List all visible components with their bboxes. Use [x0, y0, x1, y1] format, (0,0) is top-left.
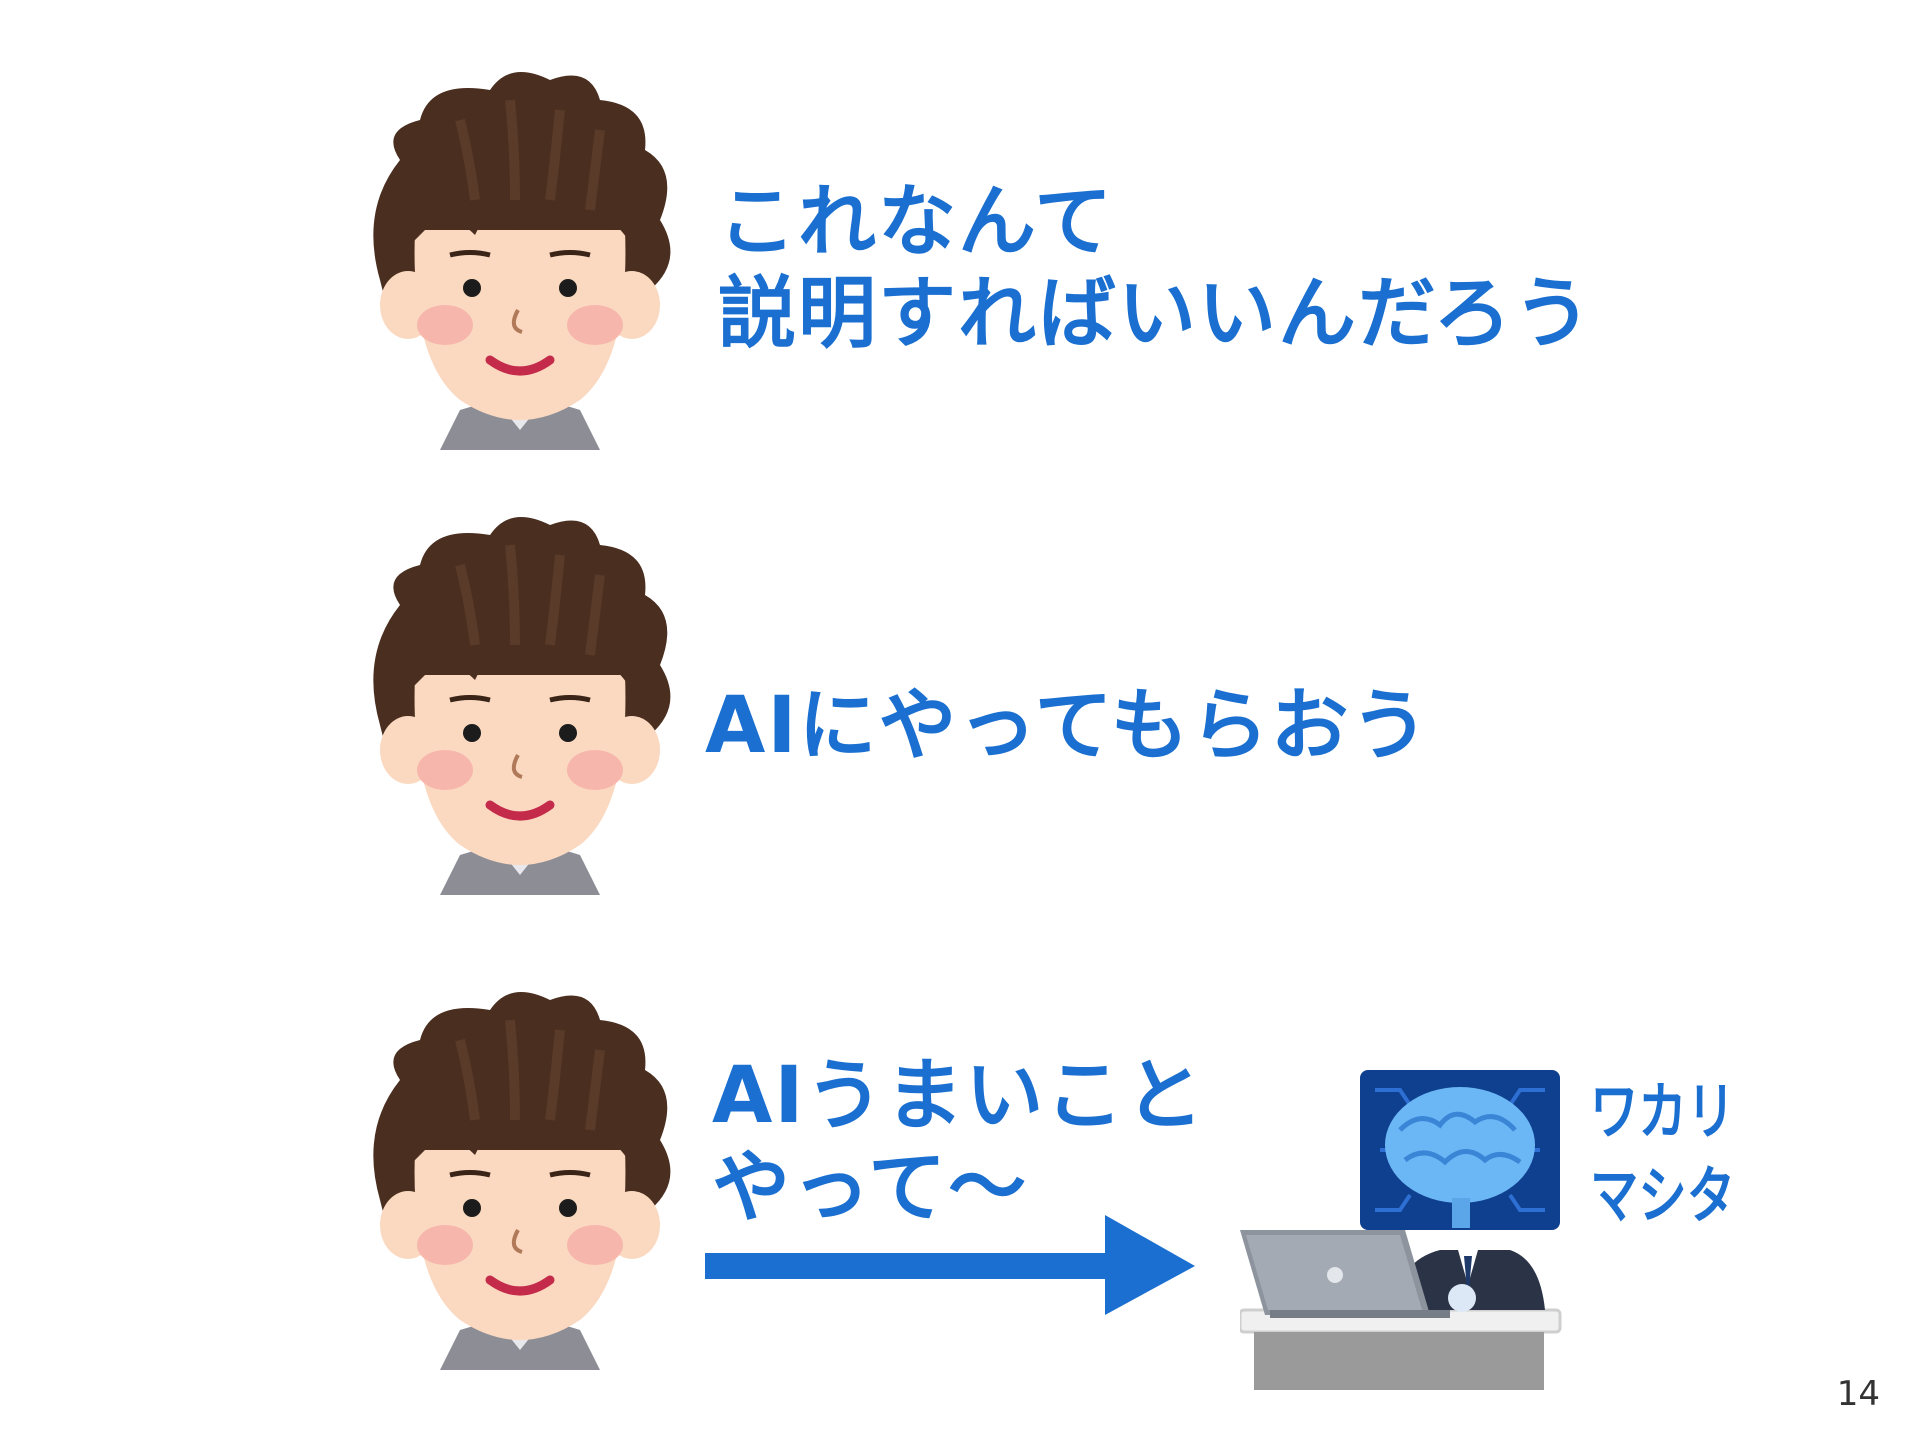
- person-face-svg: [373, 517, 671, 895]
- caption-2: AIにやってもらおう: [705, 681, 1431, 771]
- ai-response-label: ワカリ マシタ: [1590, 1075, 1736, 1232]
- page-number: 14: [1836, 1374, 1880, 1414]
- ai-robot-laptop-icon: [1240, 1070, 1562, 1390]
- person-face-icon: [350, 505, 690, 895]
- right-arrow-icon: [705, 1215, 1195, 1315]
- person-face-icon: [350, 980, 690, 1370]
- caption-3: AIうまいこと やって～: [712, 1051, 1206, 1233]
- person-face-svg: [373, 992, 671, 1370]
- person-face-icon: [350, 60, 690, 450]
- person-face-svg: [373, 72, 671, 450]
- caption-1: これなんて 説明すればいいんだろう: [718, 177, 1594, 359]
